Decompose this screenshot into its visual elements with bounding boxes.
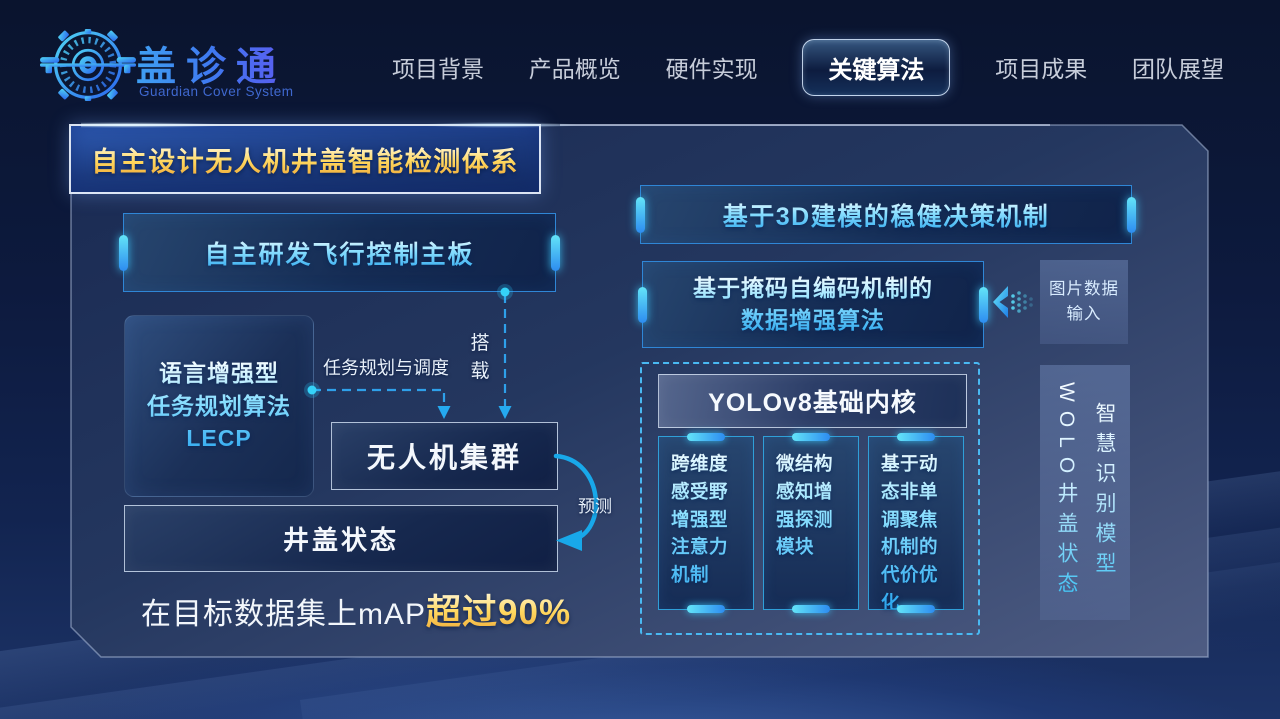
capsule-handle	[792, 605, 830, 613]
capsule-handle	[1127, 196, 1136, 233]
lecp-algorithm-box: 语言增强型 任务规划算法 LECP	[124, 315, 314, 497]
module-cross-dim-attention-box: 跨维度感受野增强型注意力机制	[658, 433, 754, 613]
module-cross-dim-attention-label: 跨维度感受野增强型注意力机制	[659, 437, 753, 609]
nav-item-product-overview[interactable]: 产品概览	[528, 56, 621, 82]
capsule-handle	[897, 433, 935, 441]
task-planning-scheduling-label: 任务规划与调度	[323, 358, 449, 378]
image-data-input-box: 图片数据 输入	[1040, 260, 1128, 344]
carry-label: 搭载	[470, 333, 490, 382]
smart-recognition-model-vertical-label: 智慧识别模型 WOLO井盖状态	[1047, 382, 1123, 602]
masked-autoencoder-augmentation-label: 基于掩码自编码机制的 数据增强算法	[693, 273, 933, 335]
flight-control-board-box: 自主研发飞行控制主板	[119, 213, 560, 292]
nav-menu: 项目背景 产品概览 硬件实现 关键算法 项目成果 团队展望	[392, 36, 1224, 98]
capsule-handle	[551, 234, 560, 271]
nav-item-key-algorithms-active[interactable]: 关键算法	[802, 38, 951, 96]
logo-subtitle: Guardian Cover System	[139, 84, 294, 99]
module-dynamic-focus-cost-label: 基于动态非单调聚焦机制的代价优化	[869, 437, 963, 613]
module-microstructure-detect-box: 微结构感知增强探测模块	[763, 433, 859, 613]
capsule-handle	[636, 196, 645, 233]
map-metric-text: 在目标数据集上mAP 超过90%	[141, 584, 571, 635]
smart-recognition-model-panel: 智慧识别模型 WOLO井盖状态	[1040, 365, 1130, 620]
3d-modeling-decision-label: 基于3D建模的稳健决策机制	[723, 197, 1049, 233]
capsule-handle	[792, 433, 830, 441]
map-metric-highlight: 超过90%	[426, 584, 571, 635]
drone-cluster-label: 无人机集群	[366, 442, 522, 473]
section-title: 自主设计无人机井盖智能检测体系	[91, 140, 519, 179]
capsule-handle	[897, 605, 935, 613]
module-dynamic-focus-cost-box: 基于动态非单调聚焦机制的代价优化	[868, 433, 964, 613]
capsule-handle	[687, 433, 725, 441]
manhole-cover-state-label: 井盖状态	[282, 525, 399, 555]
capsule-handle	[638, 286, 647, 323]
nav-item-hardware[interactable]: 硬件实现	[665, 56, 758, 82]
manhole-cover-state-box: 井盖状态	[124, 505, 558, 572]
capsule-handle	[119, 234, 128, 271]
nav-item-project-background[interactable]: 项目背景	[392, 56, 484, 82]
chevron-left-data-flow-icon	[993, 286, 1033, 318]
yolov8-core-label: YOLOv8基础内核	[708, 389, 917, 417]
logo-title[interactable]: 盖诊通	[136, 34, 286, 92]
drone-cluster-box: 无人机集群	[331, 422, 558, 490]
drone-manhole-cover-logo-icon[interactable]	[40, 22, 136, 108]
lecp-algorithm-label: 语言增强型 任务规划算法 LECP	[147, 357, 291, 455]
section-title-box: 自主设计无人机井盖智能检测体系	[69, 122, 579, 194]
image-data-input-label: 图片数据 输入	[1049, 280, 1119, 323]
flight-control-board-label: 自主研发飞行控制主板	[204, 235, 474, 271]
module-microstructure-detect-label: 微结构感知增强探测模块	[764, 437, 858, 609]
predict-label: 预测	[578, 497, 612, 516]
top-navigation-bar: 盖诊通 Guardian Cover System 项目背景 产品概览 硬件实现…	[0, 0, 1280, 115]
masked-autoencoder-augmentation-box: 基于掩码自编码机制的 数据增强算法	[638, 261, 988, 348]
3d-modeling-decision-box: 基于3D建模的稳健决策机制	[636, 185, 1136, 244]
capsule-handle	[687, 605, 725, 613]
nav-item-project-results[interactable]: 项目成果	[995, 56, 1088, 82]
map-metric-prefix: 在目标数据集上mAP	[141, 598, 427, 631]
yolov8-core-box: YOLOv8基础内核	[658, 374, 967, 428]
nav-item-team-outlook[interactable]: 团队展望	[1131, 56, 1224, 82]
